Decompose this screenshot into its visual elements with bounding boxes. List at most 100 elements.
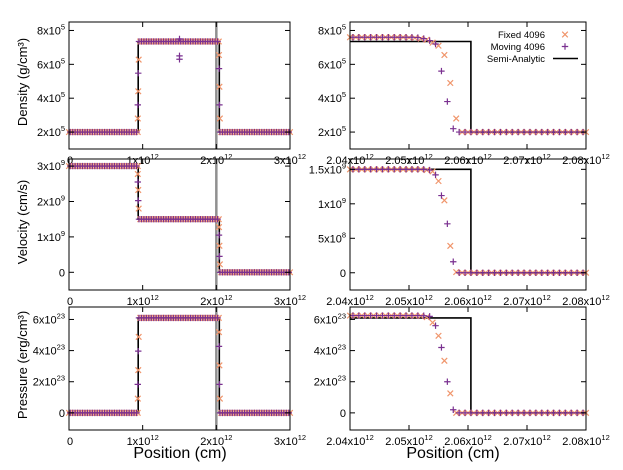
data-point (396, 34, 404, 41)
data-point (544, 269, 551, 276)
x-tick-label: 2.07x1012 (503, 433, 551, 448)
data-point (514, 269, 522, 276)
data-point (135, 347, 142, 355)
data-point (526, 128, 534, 136)
x-axis-label-left: Position (cm) (133, 445, 226, 462)
data-point (503, 128, 510, 136)
data-point (568, 128, 575, 136)
data-point (361, 34, 368, 41)
data-point (473, 128, 481, 136)
data-point (391, 34, 398, 41)
data-point (573, 128, 581, 136)
data-point (432, 171, 439, 179)
data-point (479, 128, 486, 136)
data-point (408, 34, 416, 41)
series-line-semi-analytic (350, 168, 586, 274)
x-tick-label: 0 (67, 436, 73, 448)
data-point (509, 409, 516, 417)
data-point (214, 314, 221, 322)
data-point (452, 268, 460, 276)
data-point (215, 343, 223, 350)
data-point (441, 357, 448, 364)
data-point (467, 409, 475, 417)
data-point (414, 166, 422, 173)
data-point (550, 128, 557, 136)
data-point (135, 186, 142, 194)
data-point (355, 312, 363, 319)
y-tick-label: 6x105 (318, 56, 346, 71)
x-tick-label: 0 (67, 296, 73, 308)
data-point (473, 269, 481, 276)
data-point (355, 166, 363, 173)
y-axis-label-velocity: Velocity (cm/s) (15, 180, 30, 265)
x-tick-label: 2.06x1012 (444, 433, 492, 448)
x-tick-label: 2x1012 (200, 293, 232, 308)
data-point (562, 409, 569, 417)
data-point (435, 177, 442, 185)
data-point (426, 37, 433, 44)
series-line-semi-analytic (69, 317, 290, 414)
data-point (135, 56, 142, 63)
data-point (432, 40, 439, 48)
y-tick-label: 5x108 (318, 230, 346, 245)
plot-frame (349, 158, 587, 291)
data-point (402, 312, 410, 319)
y-tick-label: 0 (340, 268, 346, 280)
data-point (216, 362, 223, 369)
data-point (214, 215, 221, 223)
y-tick-label: 0 (59, 408, 65, 420)
data-point (550, 409, 557, 417)
data-point (444, 378, 451, 385)
y-tick-label: 0 (59, 267, 65, 279)
y-tick-label: 6x1023 (314, 311, 346, 326)
plot-frame (68, 21, 291, 150)
data-point (438, 67, 445, 75)
data-point (391, 312, 398, 319)
y-tick-label: 4x1023 (33, 343, 65, 358)
data-point (473, 409, 481, 417)
data-point (514, 409, 522, 417)
data-point (134, 101, 142, 109)
series-fixed-4096 (65, 314, 294, 417)
data-point (568, 409, 575, 417)
data-point (134, 381, 142, 388)
data-point (562, 128, 569, 136)
data-point (526, 409, 534, 417)
data-point (379, 34, 386, 41)
x-tick-label: 2.04x1012 (326, 293, 374, 308)
data-point (134, 170, 142, 178)
data-point (503, 409, 510, 417)
data-point (429, 319, 436, 326)
data-point (452, 115, 460, 122)
data-point (135, 69, 142, 77)
data-point (556, 409, 563, 417)
x-axis-label-right: Position (cm) (406, 445, 499, 462)
data-point (562, 269, 569, 276)
x-tick-label: 3x1012 (274, 293, 306, 308)
data-point (215, 51, 223, 59)
data-point (520, 128, 528, 136)
data-point (349, 34, 357, 41)
data-point (176, 52, 183, 60)
data-point (133, 409, 140, 417)
x-tick-label: 2.07x1012 (503, 293, 551, 308)
data-point (544, 128, 551, 136)
data-point (497, 269, 504, 276)
data-point (215, 65, 223, 72)
y-tick-label: 8x105 (318, 22, 346, 37)
data-point (447, 79, 454, 87)
data-point (379, 312, 386, 319)
data-point (544, 409, 551, 417)
data-point (402, 34, 410, 41)
data-point (568, 269, 575, 276)
legend-mark-fixed (561, 31, 569, 38)
legend-mark-moving (561, 43, 569, 50)
legend-label-fixed: Fixed 4096 (498, 30, 545, 41)
y-tick-label: 6x105 (37, 56, 65, 71)
data-point (526, 269, 534, 276)
y-tick-label: 3x109 (37, 158, 65, 173)
data-point (133, 162, 140, 170)
data-point (367, 34, 374, 41)
